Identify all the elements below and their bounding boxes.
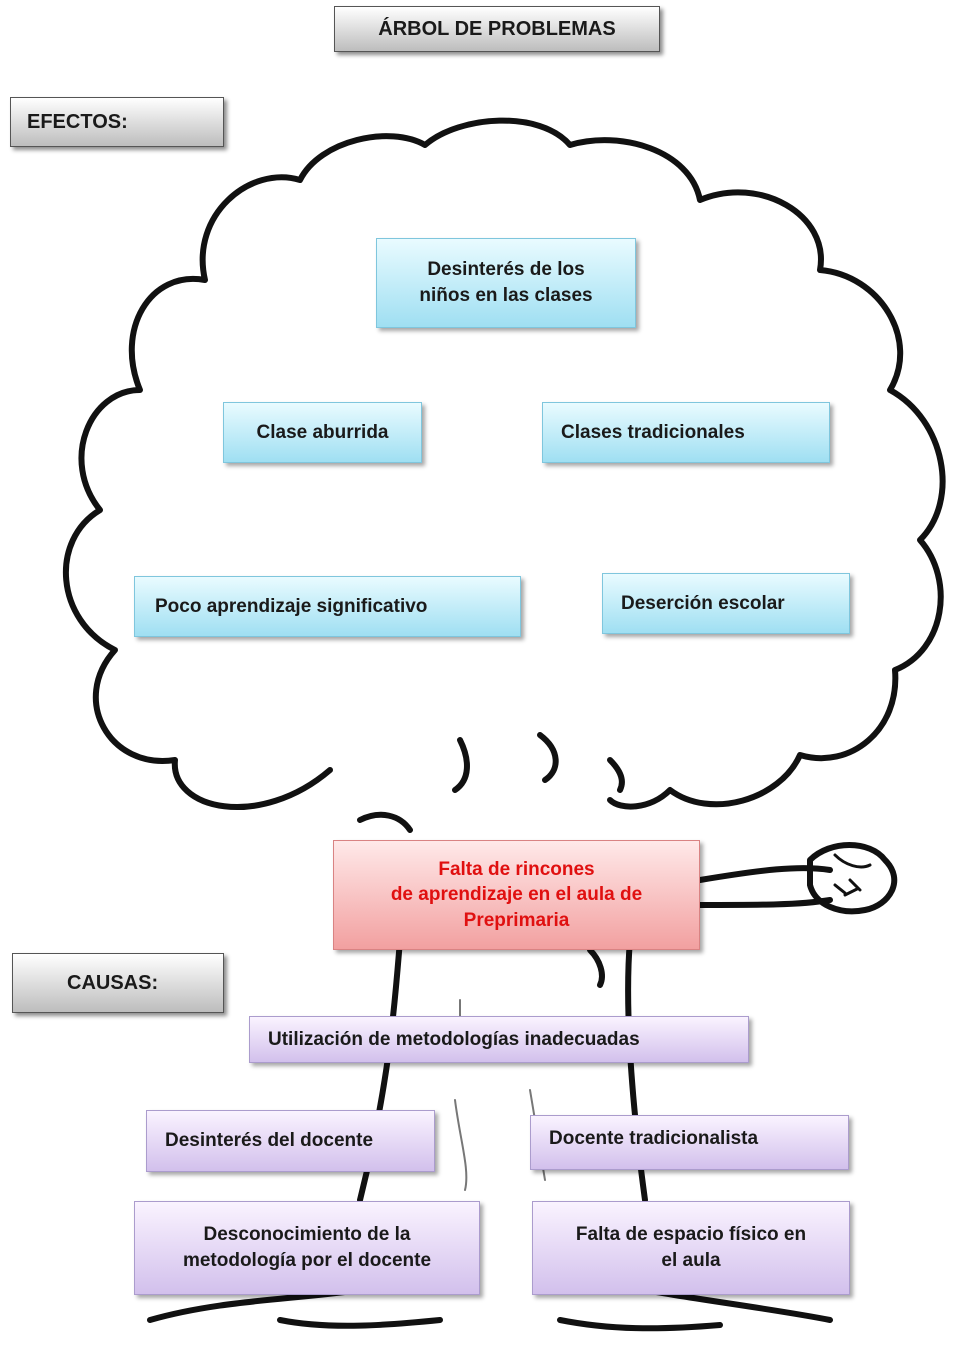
tree-canopy xyxy=(62,117,946,810)
causes-label: CAUSAS: xyxy=(12,953,224,1013)
cause-box: Utilización de metodologías inadecuadas xyxy=(249,1016,749,1063)
effects-label: EFECTOS: xyxy=(10,97,224,147)
effect-box: Poco aprendizaje significativo xyxy=(134,576,521,637)
cause-box: Desinterés del docente xyxy=(146,1110,435,1172)
effect-box: Deserción escolar xyxy=(602,573,850,634)
page-title: ÁRBOL DE PROBLEMAS xyxy=(334,6,660,52)
tree-branch xyxy=(697,865,833,883)
central-problem-box: Falta de rincones de aprendizaje en el a… xyxy=(333,840,700,950)
cause-box: Falta de espacio físico en el aula xyxy=(532,1201,850,1295)
effect-box: Clases tradicionales xyxy=(542,402,830,463)
effect-box: Desinterés de los niños en las clases xyxy=(376,238,636,328)
cause-box: Docente tradicionalista xyxy=(530,1115,849,1170)
effect-box: Clase aburrida xyxy=(223,402,422,463)
cause-box: Desconocimiento de la metodología por el… xyxy=(134,1201,480,1295)
